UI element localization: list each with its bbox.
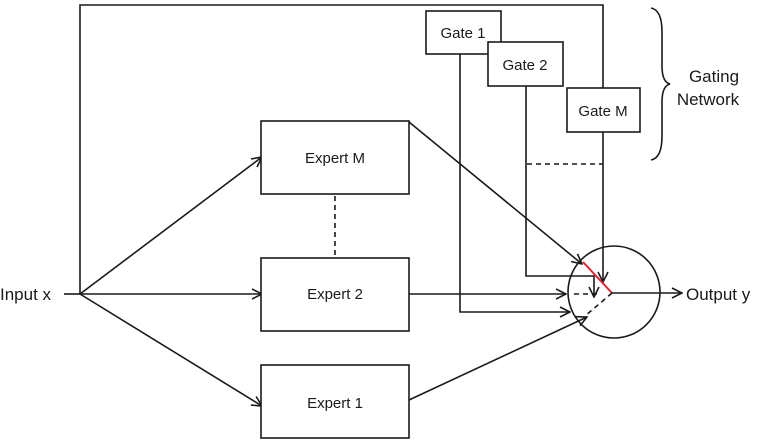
gate-2-box xyxy=(487,41,564,87)
gate-2-label: Gate 2 xyxy=(502,57,547,74)
expert-m-label: Expert M xyxy=(305,150,365,167)
gate-2-line xyxy=(525,86,594,297)
expert-1-to-combiner-arrow xyxy=(408,317,587,401)
gating-network-label-line1: Gating xyxy=(689,67,739,86)
input-to-expert-m-arrow xyxy=(79,157,262,295)
gate-1-line xyxy=(459,52,570,312)
input-to-expert-1-arrow xyxy=(79,293,262,406)
expert-m-box xyxy=(260,120,410,195)
expert-2-box xyxy=(260,257,410,332)
gating-network-label-line2: Network xyxy=(677,90,740,109)
gate-m-box xyxy=(566,87,641,133)
gating-network-brace xyxy=(650,7,671,161)
expert-m-to-combiner-arrow xyxy=(408,121,582,264)
expert-1-label: Expert 1 xyxy=(307,395,363,412)
input-to-gating-line xyxy=(79,4,604,294)
expert-2-label: Expert 2 xyxy=(307,286,363,303)
expert-1-box xyxy=(260,364,410,439)
combiner-switch-dashes xyxy=(584,292,613,317)
input-label: Input x xyxy=(0,285,52,304)
combiner-circle xyxy=(567,245,661,339)
combiner-switch-red xyxy=(582,261,613,294)
output-label: Output y xyxy=(686,285,751,304)
gate-m-label: Gate M xyxy=(578,103,627,120)
gate-1-label: Gate 1 xyxy=(440,25,485,42)
